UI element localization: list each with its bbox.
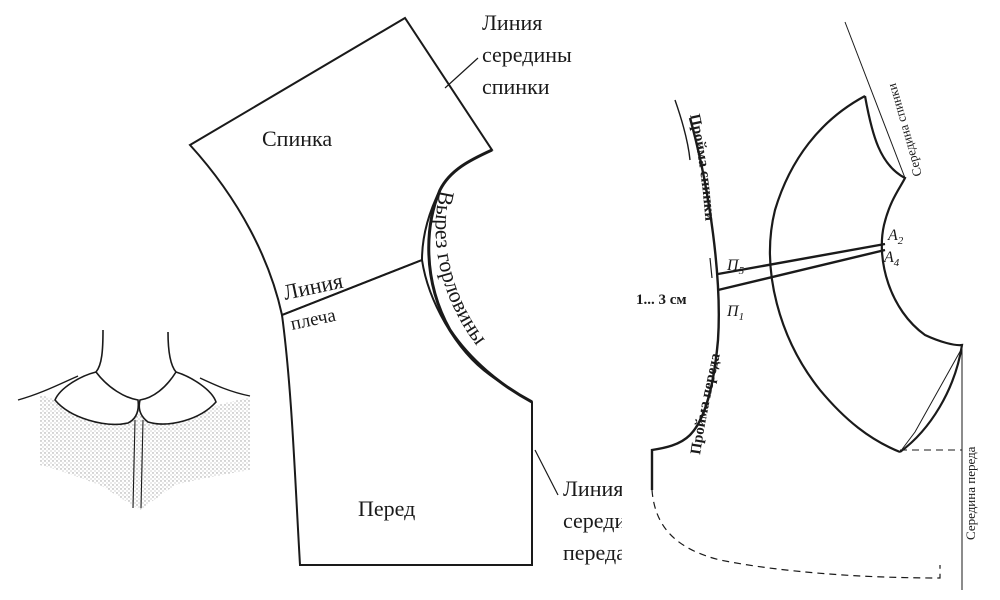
bodice-hem-dashed (651, 489, 941, 579)
measure-label: 1... 3 см (636, 292, 687, 308)
neck-left-line (95, 329, 104, 373)
right-panel-background (622, 0, 1000, 600)
neckline-curve (427, 148, 533, 404)
collar-outer-curve (768, 95, 901, 454)
right-shoulder-line (199, 377, 251, 397)
collar-draft: П5 П1 А2 А4 1... 3 см Пройма спинки Прой… (636, 21, 978, 590)
collar-right-half (138, 371, 217, 425)
line-p1-a4 (717, 248, 886, 292)
back-center-label-l3: спинки (482, 74, 550, 99)
bodice-pattern: Спинка Перед Линия плеча Вырез горловины… (188, 10, 653, 566)
back-center-leader (444, 57, 479, 89)
front-center-label-l1: Линия (563, 476, 623, 501)
front-center-label-l3: переда (563, 540, 626, 565)
back-center-label-l2: середины (482, 42, 572, 67)
neck-right-line (167, 331, 177, 373)
shoulder-line-label: Линия плеча (281, 268, 345, 335)
bodice-outline (650, 117, 720, 490)
point-a4: А4 (883, 249, 900, 269)
bodice-shading (40, 395, 250, 510)
point-p5: П5 (726, 257, 745, 277)
front-center-label: Середина переда (963, 446, 978, 540)
front-piece-label: Перед (358, 496, 415, 521)
back-center-line (844, 21, 906, 179)
placket-line (132, 419, 144, 509)
collar-inner-neck (863, 95, 964, 453)
collar-left-half (54, 371, 140, 426)
front-center-leader (534, 449, 559, 496)
point-a2: А2 (887, 227, 904, 247)
point-p1: П1 (726, 303, 744, 323)
collar-corner-detail (899, 347, 963, 453)
svg-text:Линия: Линия (281, 268, 345, 305)
back-center-label-l1: Линия (482, 10, 542, 35)
line-p5-a2 (717, 242, 886, 276)
measure-leader (709, 257, 713, 279)
bodice-outline-thin (674, 99, 691, 161)
left-shoulder-line (17, 375, 79, 401)
collar-sketch (17, 329, 251, 510)
neckline-label: Вырез горловины (430, 189, 493, 349)
back-piece-label: Спинка (262, 126, 332, 151)
